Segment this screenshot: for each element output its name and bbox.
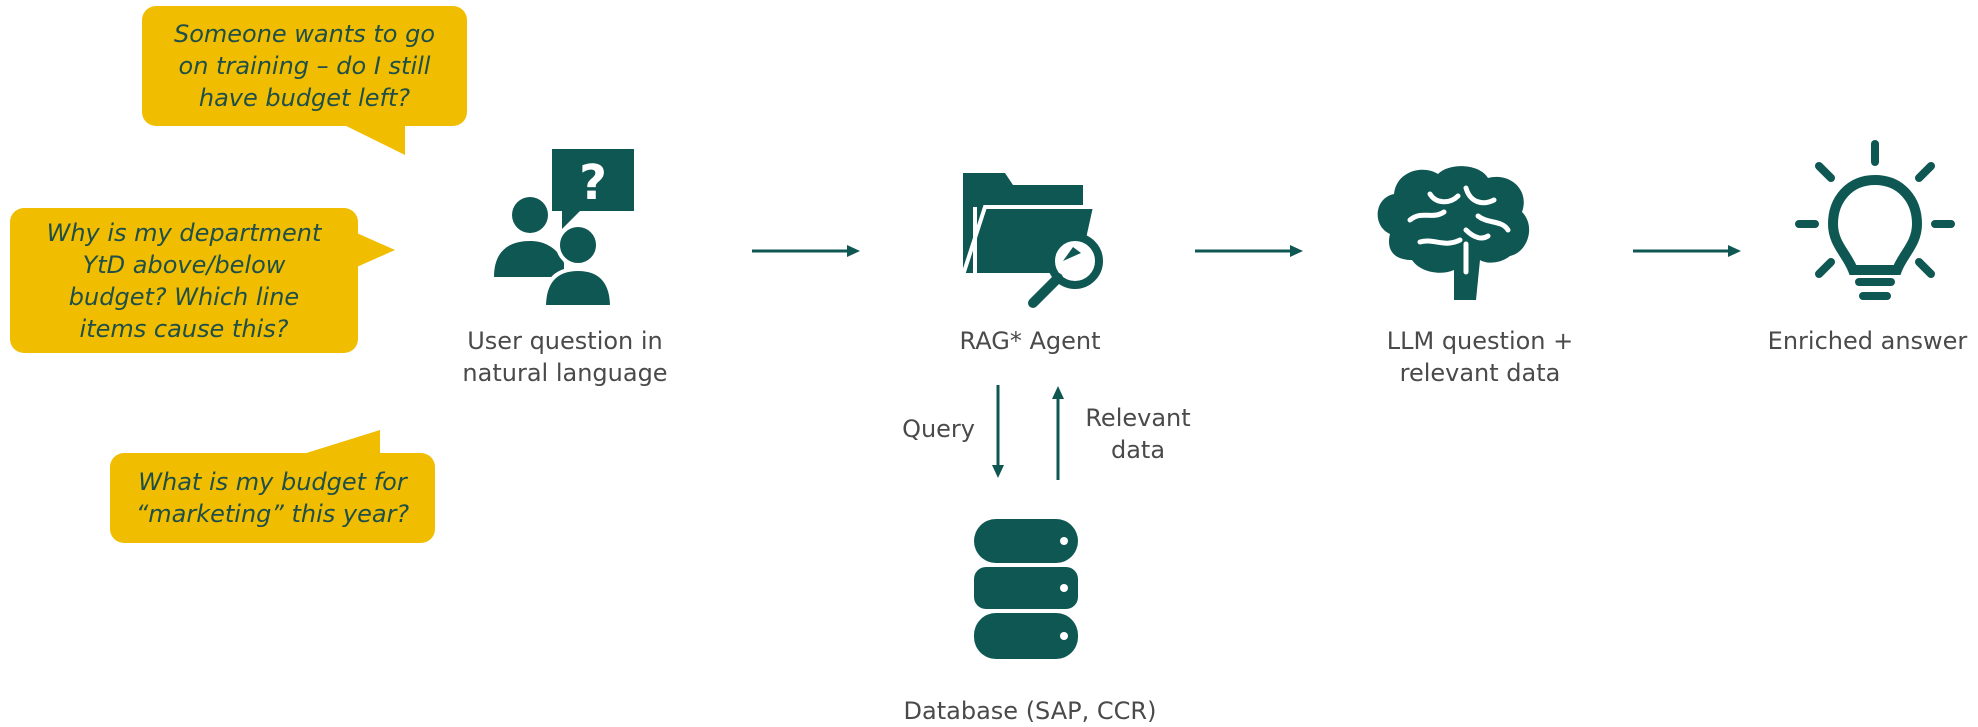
- label-rag-agent: RAG* Agent: [959, 327, 1101, 355]
- folder-search-icon: [955, 165, 1105, 315]
- arrow-relevant-up: [1052, 386, 1064, 480]
- lightbulb-icon: [1795, 140, 1955, 315]
- label-relevant-data: Relevant data: [1085, 404, 1191, 464]
- people-question-icon: ?: [490, 145, 640, 310]
- speech-bubble-department: Why is my department YtD above/below bud…: [10, 208, 358, 353]
- label-user-question: User question in natural language: [462, 327, 668, 387]
- label-enriched-answer: Enriched answer: [1767, 327, 1968, 355]
- label-database: Database (SAP, CCR): [903, 697, 1157, 725]
- label-llm-question: LLM question + relevant data: [1386, 327, 1574, 387]
- brain-icon: [1370, 160, 1535, 300]
- speech-bubble-marketing: What is my budget for “marketing” this y…: [110, 453, 435, 543]
- arrow-query-down: [992, 385, 1004, 478]
- arrow-llm-to-answer: [1633, 245, 1741, 257]
- svg-text:?: ?: [579, 155, 607, 211]
- speech-bubble-training: Someone wants to go on training – do I s…: [142, 6, 467, 126]
- arrow-user-to-rag: [752, 245, 860, 257]
- arrow-rag-to-llm: [1195, 245, 1303, 257]
- database-icon: [968, 515, 1084, 665]
- label-query: Query: [902, 415, 975, 443]
